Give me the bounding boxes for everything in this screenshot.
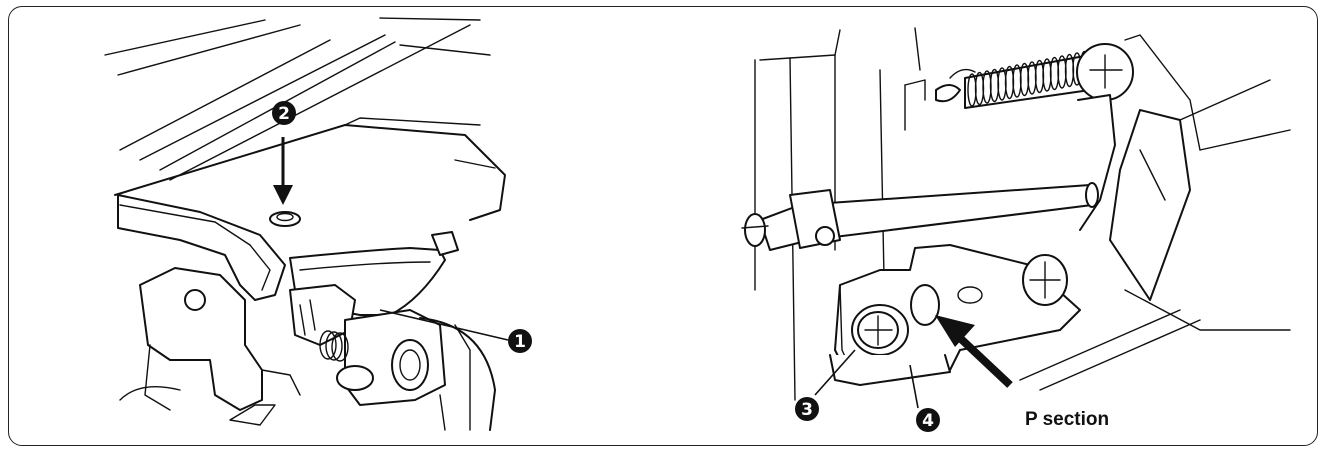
shaft <box>741 182 1099 251</box>
plate-tab <box>829 354 951 386</box>
leader-1 <box>379 309 509 341</box>
leader-4 <box>909 364 919 409</box>
bobbin-case-outline <box>419 317 496 431</box>
p-section-arrow <box>935 315 1013 388</box>
left-bracket <box>139 267 301 411</box>
p-section-label: P section <box>1025 409 1109 430</box>
spring-left <box>319 330 349 362</box>
spring-coil <box>1012 64 1022 98</box>
center-block <box>289 284 446 406</box>
callout-2: 2 <box>272 101 296 125</box>
throat-plate <box>114 117 506 221</box>
lever-arm <box>117 194 286 301</box>
svg-text:3: 3 <box>801 400 813 420</box>
screw-3 <box>851 304 909 356</box>
svg-text:2: 2 <box>278 104 290 124</box>
svg-text:4: 4 <box>922 411 934 431</box>
callout-3: 3 <box>795 397 819 421</box>
spring-coil <box>1027 61 1037 95</box>
right-screw <box>1022 254 1068 306</box>
spring-coil <box>974 71 985 106</box>
top-screw <box>1076 43 1134 101</box>
spring-coil <box>982 70 992 104</box>
svg-text:1: 1 <box>514 332 526 352</box>
machine-bed-lines <box>104 17 491 181</box>
figure-frame <box>8 6 1318 446</box>
spring-coil <box>1019 62 1030 97</box>
spring-coil <box>989 68 1000 103</box>
right-illustration <box>741 27 1291 409</box>
spring-coil <box>1004 65 1015 100</box>
callout-4: 4 <box>916 408 940 432</box>
callout-1: 1 <box>508 329 532 353</box>
spring-coil <box>997 67 1007 101</box>
leader-3 <box>814 349 856 396</box>
adjustment-plate <box>829 244 1081 386</box>
right-bracket <box>1019 34 1291 391</box>
spring-coil <box>967 73 977 107</box>
plate-slot <box>910 284 940 326</box>
left-illustration <box>104 17 509 431</box>
arrow-2 <box>273 137 293 205</box>
tension-spring <box>935 50 1091 109</box>
